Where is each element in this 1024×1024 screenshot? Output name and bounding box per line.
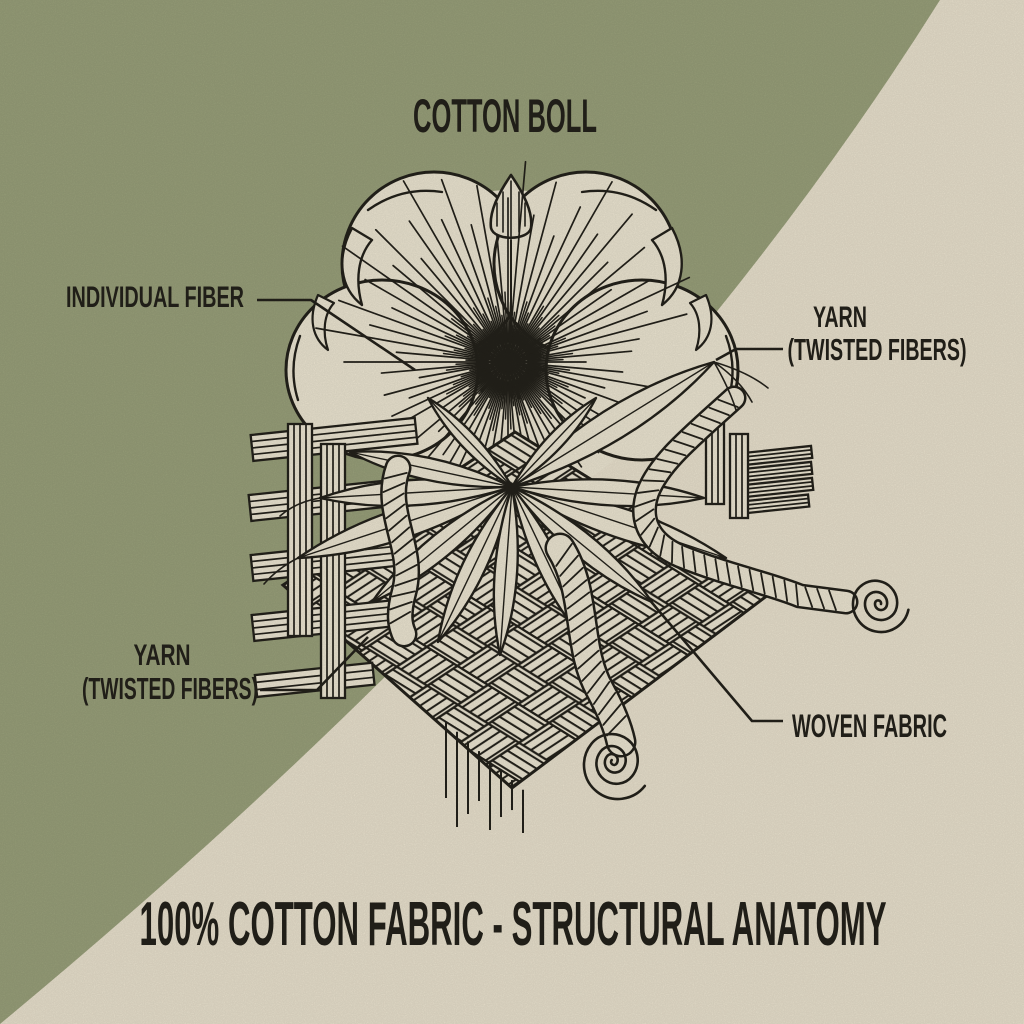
cotton-anatomy-diagram: COTTON BOLL INDIVIDUAL FIBER YARN (TWIST… [0, 0, 1024, 1024]
poster: COTTON BOLL INDIVIDUAL FIBER YARN (TWIST… [0, 0, 1024, 1024]
paper-texture [0, 0, 1024, 1024]
